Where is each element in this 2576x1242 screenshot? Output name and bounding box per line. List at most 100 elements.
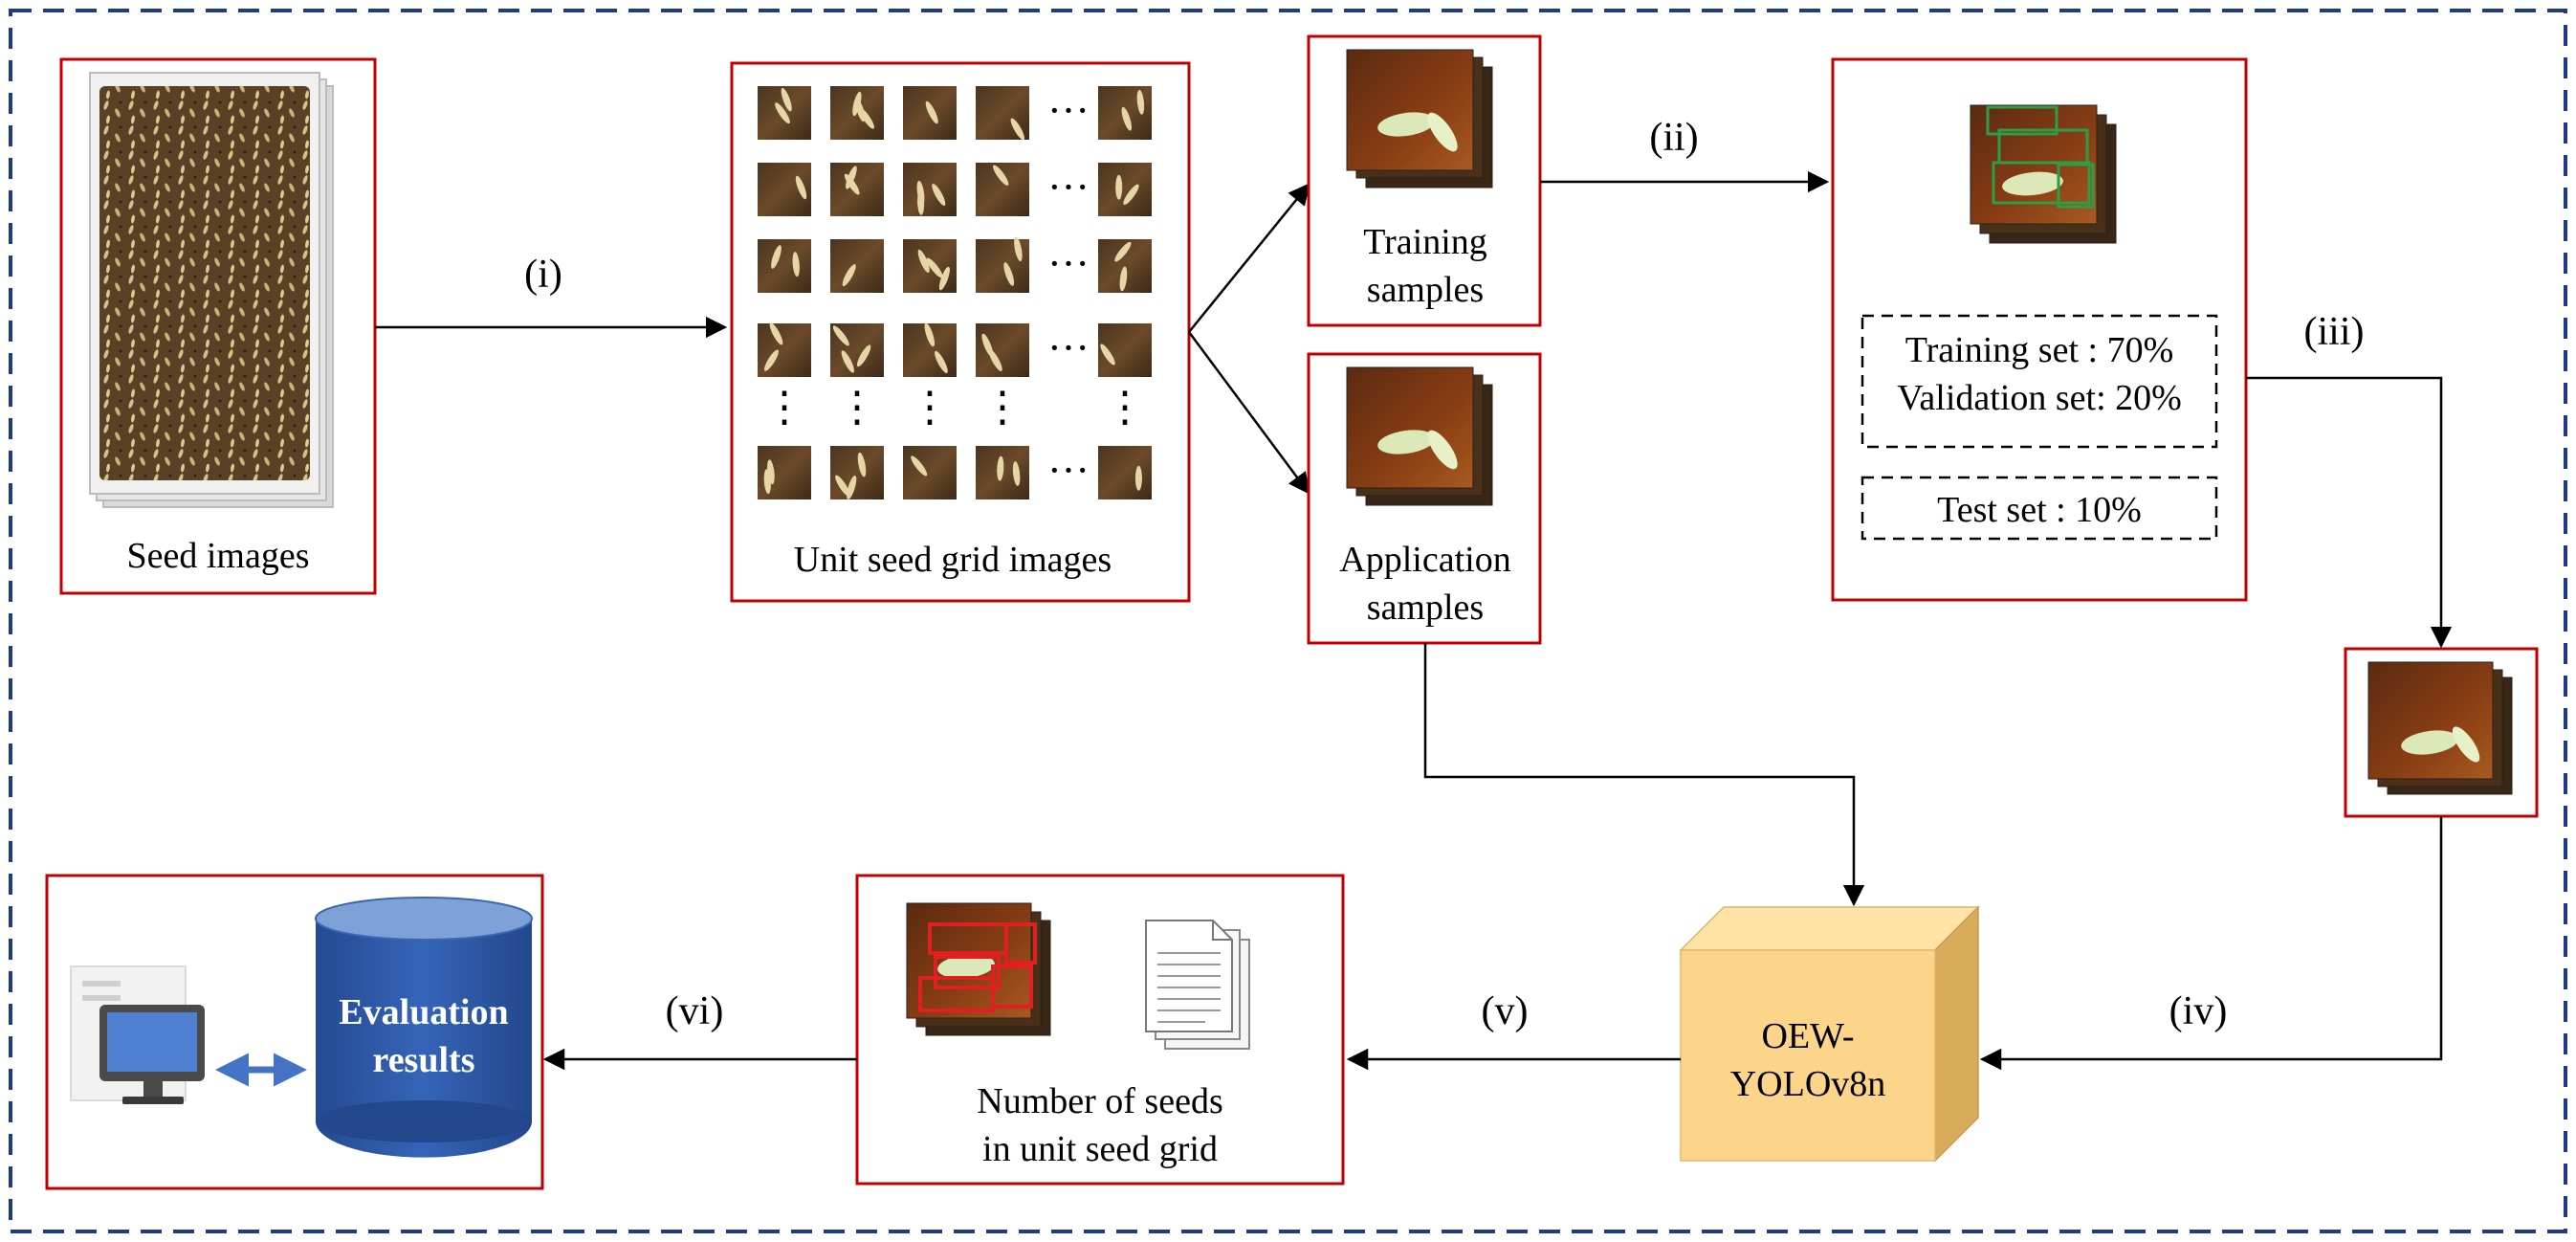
training-set-text: Training set : 70% (1905, 330, 2173, 370)
model-cube (1679, 905, 1980, 1163)
trained-sample-stack (2367, 661, 2513, 795)
unit-grid-tiles: ··· ··· ··· ··· ··· ⋮ ⋮ ⋮ ⋮ ⋮ (758, 86, 1152, 499)
grid-seed (775, 102, 790, 124)
grid-seed (1012, 461, 1021, 486)
grid-seed (997, 455, 1004, 481)
application-samples-label-2: samples (1367, 588, 1484, 628)
grid-seed (935, 350, 948, 373)
outer-frame (9, 9, 2567, 1233)
evaluation-label-1: Evaluation (339, 992, 508, 1032)
training-samples-label-1: Training (1363, 222, 1487, 262)
grid-tile (1098, 446, 1152, 499)
grid-row-ellipsis: ··· (1047, 324, 1090, 371)
grid-seed (911, 455, 928, 477)
grid-seed (924, 322, 936, 347)
arrow-application-to-model (1423, 643, 1865, 907)
count-label-2: in unit seed grid (982, 1129, 1218, 1169)
count-label-1: Number of seeds (977, 1081, 1222, 1121)
annotated-sample-stack (1970, 104, 2117, 244)
test-dashed-box (1860, 476, 2218, 541)
grid-tile (830, 446, 884, 499)
grid-row-ellipsis: ··· (1047, 164, 1090, 211)
grid-col-ellipsis: ⋮ (836, 384, 878, 431)
grid-seed (771, 245, 782, 269)
training-samples-label-2: samples (1367, 270, 1484, 310)
grid-tile (976, 163, 1029, 216)
unit-grid-label: Unit seed grid images (794, 540, 1112, 580)
grid-seed (1119, 266, 1128, 292)
grid-seed (932, 184, 946, 206)
model-label-1: OEW- (1761, 1016, 1854, 1056)
grid-tile (903, 163, 957, 216)
grid-seed (1136, 89, 1145, 115)
train-val-dashed-box (1860, 314, 2218, 449)
validation-set-text: Validation set: 20% (1897, 378, 2182, 418)
grid-seed (792, 252, 800, 277)
grid-seed (857, 452, 867, 477)
document-stack-icon (1145, 920, 1250, 1050)
grid-seed (1134, 465, 1142, 491)
grid-tile (1098, 163, 1152, 216)
test-set-text: Test set : 10% (1937, 490, 2142, 530)
grid-col-ellipsis: ⋮ (909, 384, 951, 431)
seed-plate-image (89, 72, 334, 508)
grid-seed (795, 175, 807, 200)
application-sample-stack (1346, 366, 1493, 506)
step-i-label: (i) (524, 253, 562, 297)
grid-seed (993, 165, 1009, 186)
evaluation-label-2: results (373, 1040, 475, 1080)
grid-seed (832, 325, 849, 346)
arrow-iii (2246, 376, 2453, 649)
computer-icon (70, 965, 205, 1104)
grid-seed (1123, 184, 1139, 206)
grid-col-ellipsis: ⋮ (1104, 384, 1146, 431)
arrow-to-application (1187, 331, 1310, 495)
grid-seed (1115, 174, 1123, 200)
training-sample-stack (1346, 49, 1493, 189)
grid-col-ellipsis: ⋮ (981, 384, 1024, 431)
grid-seed (856, 344, 871, 367)
database-cylinder (315, 897, 533, 1158)
seed-images-label: Seed images (126, 536, 309, 576)
grid-seed (842, 264, 856, 287)
grid-seed (917, 249, 930, 273)
grid-tile (758, 239, 811, 293)
detected-sample-stack (906, 902, 1051, 1036)
step-iv-label: (iv) (2169, 989, 2228, 1033)
grid-seed (1010, 118, 1024, 141)
grid-seed (1114, 241, 1132, 262)
grid-seed (926, 257, 943, 278)
grid-seed (1121, 106, 1133, 131)
grid-seed (1003, 262, 1015, 286)
arrow-iv (1979, 816, 2443, 1071)
grid-seed (763, 469, 771, 495)
grid-seed (916, 180, 925, 206)
grid-seed (781, 87, 792, 112)
grid-seed (1014, 236, 1023, 262)
step-vi-label: (vi) (666, 989, 724, 1033)
grid-seed (988, 349, 1002, 371)
grid-tile (830, 239, 884, 293)
grid-seed (852, 91, 862, 117)
application-samples-label-1: Application (1339, 540, 1510, 580)
step-iii-label: (iii) (2304, 310, 2365, 354)
grid-row-ellipsis: ··· (1047, 447, 1090, 494)
grid-tile (903, 446, 957, 499)
arrow-to-training (1188, 183, 1310, 333)
grid-seed (1100, 344, 1115, 366)
grid-col-ellipsis: ⋮ (763, 384, 805, 431)
grid-seed (859, 107, 874, 129)
model-label-2: YOLOv8n (1730, 1064, 1886, 1104)
grid-seed (763, 349, 780, 371)
grid-seed (844, 173, 860, 195)
grid-tile (976, 323, 1029, 377)
step-v-label: (v) (1482, 989, 1529, 1033)
grid-row-ellipsis: ··· (1047, 240, 1090, 287)
grid-row-ellipsis: ··· (1047, 87, 1090, 134)
grid-seed (769, 322, 783, 345)
grid-seed (938, 266, 950, 291)
grid-tile (976, 239, 1029, 293)
grid-seed (841, 350, 854, 373)
grid-seed (925, 100, 938, 124)
